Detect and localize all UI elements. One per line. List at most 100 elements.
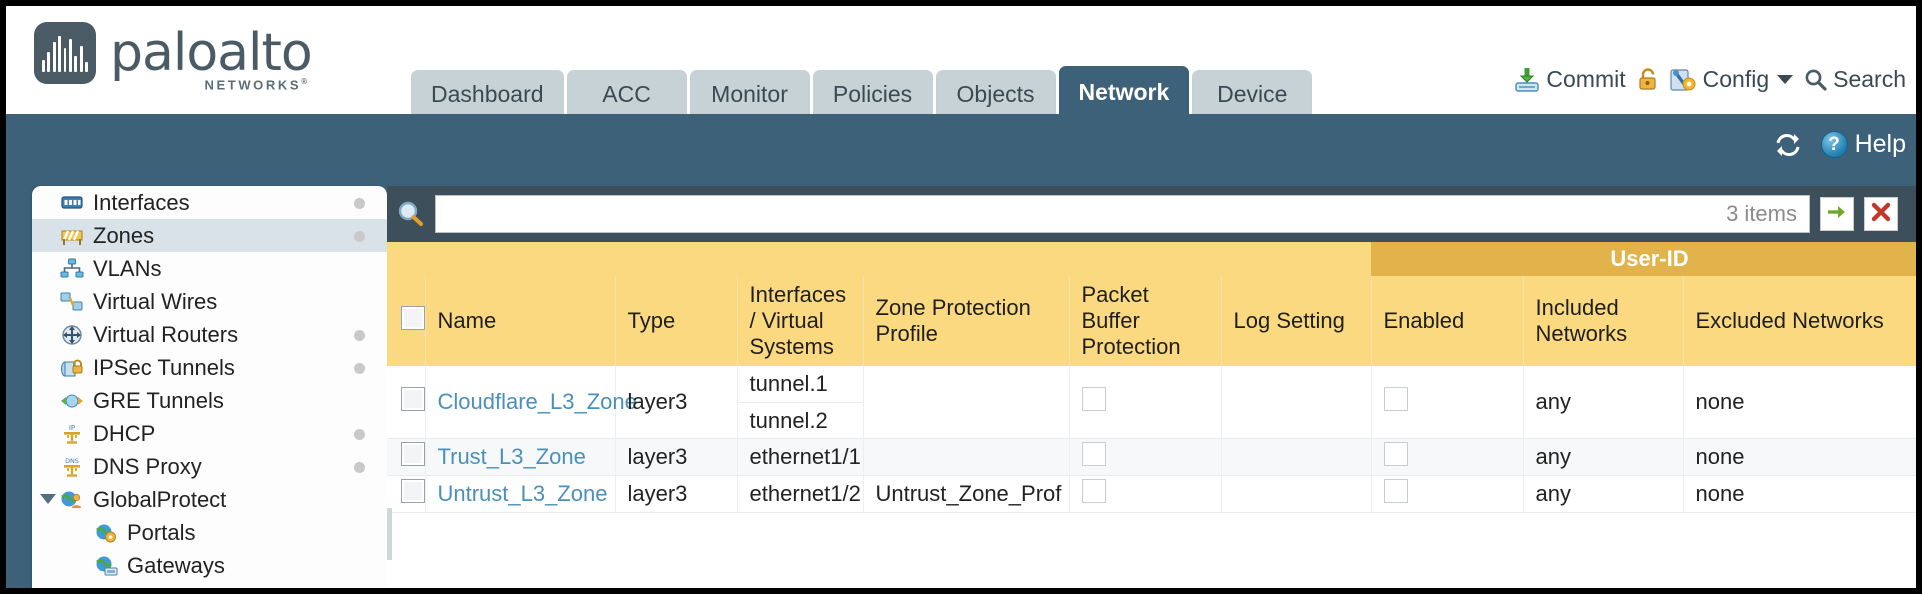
dns-proxy-icon: DNS bbox=[60, 456, 84, 478]
row-select-checkbox[interactable] bbox=[401, 441, 425, 466]
config-label: Config bbox=[1702, 66, 1770, 92]
svg-text:DNS: DNS bbox=[65, 457, 79, 465]
user-id-enabled-checkbox[interactable] bbox=[1383, 386, 1408, 411]
cell-excluded-networks: none bbox=[1683, 475, 1916, 513]
cell-name: Cloudflare_L3_Zone bbox=[425, 365, 637, 439]
cell-zone-protection-profile: Untrust_Zone_Prof bbox=[863, 475, 1070, 513]
sidebar-item-dns-proxy[interactable]: DNS DNS Proxy bbox=[32, 450, 387, 483]
col-header-enabled[interactable]: Enabled bbox=[1371, 276, 1524, 366]
vlans-icon bbox=[60, 258, 84, 280]
main-content: 3 items bbox=[387, 186, 1916, 588]
packet-buffer-protection-checkbox[interactable] bbox=[1081, 386, 1106, 411]
tab-acc[interactable]: ACC bbox=[566, 70, 687, 118]
cell-user-id-enabled bbox=[1371, 438, 1524, 476]
sidebar-item-gateways[interactable]: Gateways bbox=[32, 549, 387, 582]
search-label: Search bbox=[1833, 66, 1906, 92]
vertical-scrollbar[interactable] bbox=[387, 508, 392, 560]
cell-zone-protection-profile bbox=[863, 438, 1070, 476]
network-sidebar: Interfaces Zones VLANs Virtual Wires bbox=[32, 186, 387, 588]
cell-log-setting bbox=[1221, 438, 1372, 476]
red-x-clear-icon bbox=[1870, 202, 1892, 227]
help-link[interactable]: ? Help bbox=[1820, 130, 1906, 159]
status-dot bbox=[354, 330, 365, 341]
lock-button[interactable] bbox=[1637, 67, 1659, 93]
tab-device[interactable]: Device bbox=[1192, 70, 1313, 118]
clear-filter-button[interactable] bbox=[1864, 197, 1898, 231]
cell-interfaces: tunnel.1 tunnel.2 bbox=[737, 365, 864, 439]
cell-excluded-networks: none bbox=[1683, 365, 1916, 439]
commit-save-icon bbox=[1514, 67, 1540, 93]
commit-label: Commit bbox=[1546, 66, 1626, 92]
commit-button[interactable]: Commit bbox=[1514, 66, 1626, 93]
col-header-zone-protection-profile[interactable]: Zone Protection Profile bbox=[863, 276, 1070, 366]
config-menu[interactable]: Config bbox=[1670, 66, 1794, 93]
tab-objects[interactable]: Objects bbox=[935, 70, 1056, 118]
item-count-label: 3 items bbox=[1726, 201, 1797, 226]
brand-name: paloalto bbox=[110, 23, 313, 83]
brand-logo: paloalto NETWORKS® bbox=[34, 22, 313, 92]
col-header-excluded-networks[interactable]: Excluded Networks bbox=[1683, 276, 1916, 366]
refresh-icon[interactable] bbox=[1773, 131, 1803, 159]
header-toolbar: Commit bbox=[1514, 66, 1906, 93]
packet-buffer-protection-checkbox[interactable] bbox=[1081, 478, 1106, 503]
interface-entry: ethernet1/2 bbox=[749, 480, 861, 506]
cell-interfaces: ethernet1/1 bbox=[737, 438, 864, 476]
paloalto-logo-icon bbox=[34, 22, 96, 84]
col-header-packet-buffer-protection[interactable]: Packet Buffer Protection bbox=[1069, 276, 1222, 366]
cell-type: layer3 bbox=[615, 438, 738, 476]
sidebar-item-virtual-routers[interactable]: Virtual Routers bbox=[32, 318, 387, 351]
virtual-wires-icon bbox=[60, 291, 84, 313]
col-header-interfaces[interactable]: Interfaces / Virtual Systems bbox=[737, 276, 864, 366]
user-id-enabled-checkbox[interactable] bbox=[1383, 478, 1408, 503]
sidebar-item-label: Zones bbox=[93, 222, 155, 248]
search-input[interactable]: 3 items bbox=[435, 195, 1810, 233]
zone-name-link[interactable]: Trust_L3_Zone bbox=[437, 443, 586, 469]
status-dot bbox=[354, 429, 365, 440]
table-row[interactable]: Trust_L3_Zone layer3 ethernet1/1 bbox=[387, 438, 1916, 476]
tab-monitor[interactable]: Monitor bbox=[689, 70, 810, 118]
sidebar-item-interfaces[interactable]: Interfaces bbox=[32, 186, 387, 219]
status-dot bbox=[354, 231, 365, 242]
cell-packet-buffer-protection bbox=[1069, 475, 1222, 513]
sidebar-item-zones[interactable]: Zones bbox=[32, 219, 387, 252]
sidebar-item-portals[interactable]: Portals bbox=[32, 516, 387, 549]
table-row[interactable]: Untrust_L3_Zone layer3 ethernet1/2 Untru… bbox=[387, 475, 1916, 513]
sidebar-item-dhcp[interactable]: IP DHCP bbox=[32, 417, 387, 450]
expander-triangle-icon[interactable] bbox=[40, 494, 56, 504]
sidebar-item-vlans[interactable]: VLANs bbox=[32, 252, 387, 285]
zone-name-link[interactable]: Cloudflare_L3_Zone bbox=[437, 388, 637, 414]
row-select-checkbox[interactable] bbox=[401, 478, 425, 503]
col-header-log-setting[interactable]: Log Setting bbox=[1221, 276, 1372, 366]
interface-entry: tunnel.1 bbox=[749, 370, 828, 396]
cell-packet-buffer-protection bbox=[1069, 438, 1222, 476]
tab-policies[interactable]: Policies bbox=[812, 70, 933, 118]
cell-packet-buffer-protection bbox=[1069, 365, 1222, 439]
row-select-checkbox[interactable] bbox=[401, 386, 425, 411]
help-label: Help bbox=[1854, 130, 1906, 158]
tab-network[interactable]: Network bbox=[1058, 66, 1190, 118]
sidebar-item-virtual-wires[interactable]: Virtual Wires bbox=[32, 285, 387, 318]
cell-included-networks: any bbox=[1523, 438, 1684, 476]
sidebar-item-gre-tunnels[interactable]: GRE Tunnels bbox=[32, 384, 387, 417]
user-id-enabled-checkbox[interactable] bbox=[1383, 441, 1408, 466]
row-checkbox-cell bbox=[387, 365, 426, 439]
col-header-included-networks[interactable]: Included Networks bbox=[1523, 276, 1684, 366]
interfaces-icon bbox=[60, 192, 84, 214]
sidebar-item-ipsec-tunnels[interactable]: IPSec Tunnels bbox=[32, 351, 387, 384]
sidebar-item-globalprotect[interactable]: GlobalProtect bbox=[32, 483, 387, 516]
tab-dashboard[interactable]: Dashboard bbox=[411, 70, 564, 118]
interface-entry: ethernet1/1 bbox=[749, 443, 861, 469]
search-magnifier-icon bbox=[1804, 68, 1827, 91]
apply-filter-button[interactable] bbox=[1820, 197, 1854, 231]
select-all-checkbox[interactable] bbox=[401, 305, 425, 330]
sidebar-item-label: VLANs bbox=[93, 255, 162, 281]
sidebar-item-label: Virtual Routers bbox=[93, 321, 239, 347]
search-magnifier-icon[interactable] bbox=[395, 199, 425, 229]
zone-name-link[interactable]: Untrust_L3_Zone bbox=[437, 480, 608, 506]
sidebar-item-label: Portals bbox=[127, 519, 196, 545]
col-header-type[interactable]: Type bbox=[615, 276, 738, 366]
search-button[interactable]: Search bbox=[1804, 66, 1906, 93]
packet-buffer-protection-checkbox[interactable] bbox=[1081, 441, 1106, 466]
col-header-name[interactable]: Name bbox=[425, 276, 616, 366]
